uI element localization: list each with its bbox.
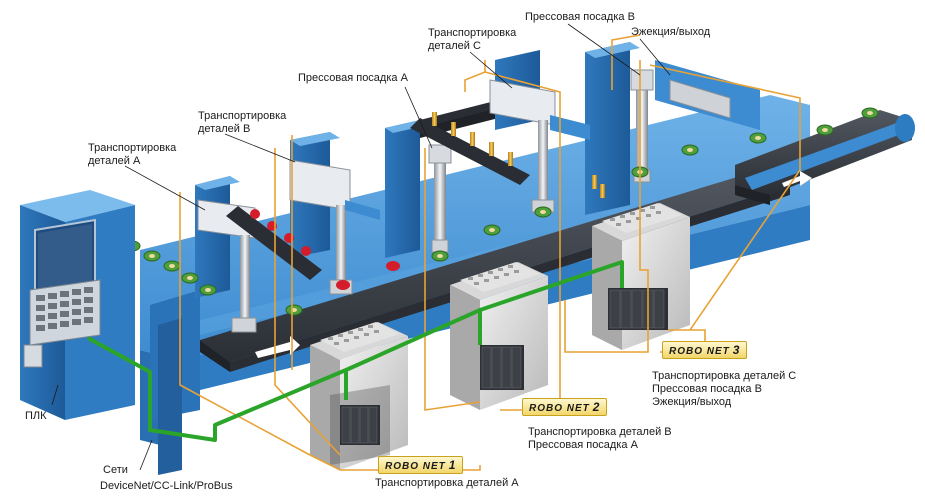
label-eject: Эжекция/выход [631, 26, 711, 38]
network-cable [87, 260, 624, 442]
belt-direction-arrow [255, 336, 300, 358]
robonet-cabinet-2 [450, 262, 548, 410]
pin-feeder-a [410, 112, 605, 198]
belt-parts [123, 107, 879, 316]
label-press-b: Прессовая посадка В [525, 11, 635, 23]
transport-robot-b [289, 132, 380, 295]
transport-robot-c [489, 50, 590, 213]
label-press-a: Прессовая посадка А [298, 72, 408, 84]
exit-conveyor [735, 110, 915, 205]
plc-cabinet [20, 190, 135, 420]
robonet-cabinet-1 [310, 322, 408, 470]
exit-direction-arrow [782, 171, 812, 187]
robonet-cabinet-3 [592, 203, 690, 350]
label-networks: Сети DeviceNet/CC-Link/ProBus [100, 464, 233, 492]
label-pointers [51, 23, 671, 471]
robonet-1-tasks: Транспортировка деталей А [375, 477, 519, 489]
label-plc: ПЛК [25, 410, 47, 422]
